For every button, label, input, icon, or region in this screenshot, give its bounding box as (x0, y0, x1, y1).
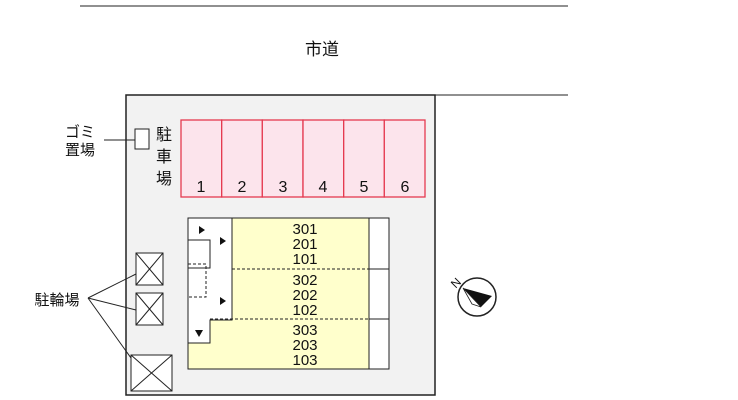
parking-label-char-3: 場 (156, 169, 172, 188)
bicycle-slot (135, 292, 164, 326)
parking-number-4: 4 (319, 179, 328, 196)
parking-space-5 (343, 119, 386, 198)
bicycle-slot (130, 354, 173, 392)
parking-label-char-2: 車 (156, 147, 172, 166)
unit-label-202: 202 (292, 287, 317, 304)
parking-space-1 (180, 119, 223, 198)
bicycle-label: 駐輪場 (34, 291, 79, 309)
parking-number-1: 1 (197, 179, 206, 196)
parking-space-3 (261, 119, 304, 198)
parking-lot: 1 2 3 4 5 6 (180, 119, 426, 198)
building: 301 201 101 302 202 102 303 203 103 (187, 217, 390, 370)
entrance-arrow-icon (199, 226, 205, 234)
entrance-arrow-icon (220, 237, 226, 245)
unit-label-102: 102 (292, 302, 317, 319)
garbage-area: ゴミ 置場 (65, 123, 150, 159)
unit-label-301: 301 (292, 221, 317, 238)
parking-number-3: 3 (279, 179, 288, 196)
unit-label-101: 101 (292, 251, 317, 268)
parking-number-6: 6 (401, 179, 410, 196)
compass-north-icon: N (448, 275, 497, 317)
garbage-label-line2: 置場 (65, 141, 95, 159)
unit-label-303: 303 (292, 322, 317, 339)
garbage-box (134, 128, 150, 150)
unit-label-201: 201 (292, 236, 317, 253)
building-stair-notch (188, 239, 211, 269)
parking-label-char-1: 駐 (156, 125, 172, 144)
building-stair-dashed (187, 263, 207, 298)
balcony-row-1 (368, 217, 390, 270)
bicycle-parking: 駐輪場 (34, 252, 173, 392)
garbage-label-line1: ゴミ (65, 123, 95, 141)
bicycle-slot (135, 252, 164, 286)
parking-number-5: 5 (360, 179, 369, 196)
entrance-arrow-icon (195, 330, 203, 337)
unit-label-203: 203 (292, 337, 317, 354)
bicycle-leader-line (87, 297, 137, 311)
bicycle-leader-line (87, 273, 137, 299)
balcony-row-3 (368, 318, 390, 370)
road-label: 市道 (305, 40, 339, 60)
bicycle-leader-line (87, 297, 132, 359)
entrance-arrow-icon (220, 297, 226, 305)
parking-space-6 (383, 119, 426, 198)
parking-number-2: 2 (238, 179, 247, 196)
parking-label: 駐 車 場 (156, 125, 172, 188)
unit-label-103: 103 (292, 352, 317, 369)
unit-label-302: 302 (292, 272, 317, 289)
balcony-row-2 (368, 268, 390, 320)
